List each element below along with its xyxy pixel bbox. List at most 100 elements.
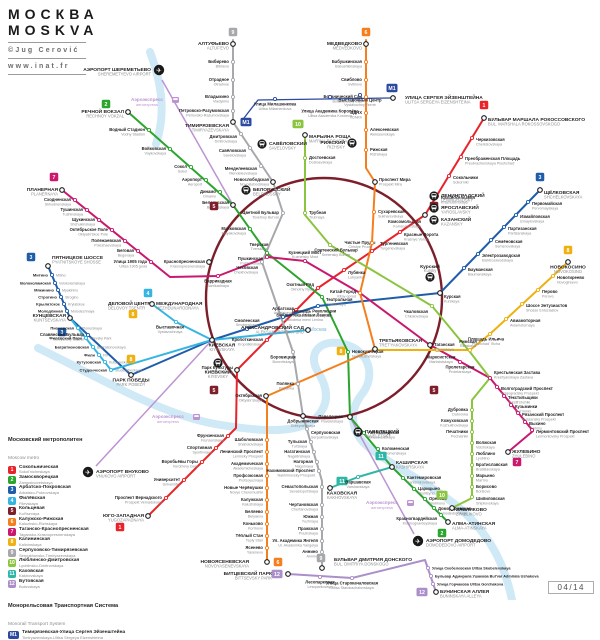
station-label: Чистые Пруды <box>345 240 376 245</box>
station-label: Tekstil'shchiki <box>508 401 530 405</box>
station-dot <box>422 212 428 218</box>
station-label: КИЕВСКИЙ <box>205 368 232 376</box>
station-label: Teply Stan <box>246 539 263 543</box>
station-dot <box>317 574 323 580</box>
station-label: Petrovsko-Razumovskaya <box>186 114 230 118</box>
station-dot <box>400 475 406 481</box>
station-label: MAR'INA ROSHCHA <box>309 139 347 144</box>
station-label: Сокол <box>174 164 187 169</box>
line-badge-M1 <box>240 117 252 127</box>
station-label: Krylatskoe <box>68 302 85 306</box>
station-label: Нахимовский Проспект <box>267 468 315 473</box>
station-dot <box>363 77 369 83</box>
station-dot <box>314 459 320 465</box>
legend-line-badge: 11 <box>8 569 16 578</box>
legend-monorail-title-ru: Монорельсовая Транспортная Система <box>8 602 119 609</box>
station-label: Frunzenskaya <box>201 439 225 443</box>
station-label: Turgenevskaya <box>380 247 406 251</box>
station-dot <box>264 497 270 503</box>
station-label: ПАВЕЛЕЦКИЙ <box>365 427 400 435</box>
station-label: Выставочный Центр <box>338 98 382 103</box>
station-label: Тверская <box>249 242 269 247</box>
aeroexpress-line <box>349 416 415 535</box>
station-label: KAKHOVSKAYA <box>327 495 357 500</box>
version-badge: 04/14 <box>548 581 594 594</box>
station-dot <box>327 94 333 100</box>
line-badge-num: 11 <box>378 454 384 460</box>
aeroexpress-train-icon <box>194 415 199 417</box>
station-label: Park Kultury <box>213 371 233 375</box>
legend-monorail-badge: М1 <box>8 631 19 640</box>
station-label: Кузьминки <box>515 404 538 409</box>
station-label: Botanichesky Sad <box>332 100 362 104</box>
station-dot <box>550 273 556 279</box>
station-label: BUL. DMITRIYA DONSKOGO <box>334 562 389 567</box>
station-label: Измайловская <box>520 214 550 219</box>
station-label: Площадь Ильича <box>468 337 505 342</box>
station-dot <box>311 449 317 455</box>
station-dot <box>83 335 89 341</box>
station-dot <box>308 439 314 445</box>
station-label: Yasenevo <box>247 551 263 555</box>
legend-line-badge: 4 <box>8 496 16 505</box>
station-label: Ploshchad' Revolyutsii <box>296 314 333 318</box>
station-label: Римская <box>459 339 477 344</box>
metro-map: МоскваАэроэкспрессaeroexpressАэроэкспрес… <box>20 27 589 600</box>
station-label: Мякинино <box>34 287 54 292</box>
station-label: Крылатское <box>36 301 61 306</box>
station-label: LENINGRADSKY <box>441 198 473 203</box>
station-label: Новослободская <box>234 177 270 182</box>
station-label: КУНЦЕВСКАЯ <box>33 313 67 319</box>
line-badge-num: 10 <box>295 122 301 128</box>
station-label: Севастопольская <box>282 484 319 489</box>
website-link[interactable]: www.inat.fr <box>8 63 70 70</box>
station-label: Taganskaya <box>434 348 455 352</box>
station-label: Люблино <box>476 451 496 456</box>
station-dot <box>173 319 179 325</box>
station-label: Vystavochny Tsentr <box>344 103 377 107</box>
station-label: Vystavochnaya <box>158 330 184 334</box>
station-label: Улица Академика Королёва <box>301 109 359 114</box>
station-dot <box>369 248 375 254</box>
legend-line-badge: 5 <box>8 507 16 516</box>
railway-terminal-icon <box>356 430 360 432</box>
station-label: Выхино <box>529 421 546 426</box>
station-label: Таганская <box>434 342 455 347</box>
station-dot <box>128 372 134 378</box>
station-label: Kitay-gorod <box>337 295 356 299</box>
aeroexpress-train-icon <box>173 98 178 100</box>
station-label: Дмитровская <box>210 134 238 139</box>
station-dot <box>61 301 67 307</box>
station-dot <box>49 272 55 278</box>
station-dot <box>45 263 51 269</box>
station-dot <box>349 575 355 581</box>
station-label: Новокузнецкая <box>352 349 384 354</box>
station-dot <box>52 280 58 286</box>
line-badge-num: 5 <box>213 204 216 210</box>
station-label: Улица Скобелевская Ulitsa Skobelevskaya <box>432 566 511 570</box>
station-dot <box>469 429 475 435</box>
station-label: РИЖСКИЙ <box>320 138 345 146</box>
station-dot <box>425 565 431 571</box>
line-badge-num: 8 <box>340 349 343 355</box>
station-label: Ботанический Сад <box>324 94 363 99</box>
station-label: Krasnopresnenskaya <box>170 265 206 269</box>
line-badge-8 <box>126 354 136 364</box>
station-label: SAVELOVSKY <box>269 146 296 151</box>
station-label: Проспект Вернадского <box>115 495 163 500</box>
river-label: Москва <box>309 327 326 333</box>
station-label: Печатники <box>446 429 468 434</box>
station-dot <box>319 549 325 555</box>
station-label: Pechatniki <box>451 435 468 439</box>
station-label: SHEREMETYEVO AIRPORT <box>98 72 152 77</box>
station-dot <box>422 496 428 502</box>
railway-terminal-icon <box>216 361 220 363</box>
station-label: ALMA-ATINSKAYA <box>452 526 487 531</box>
railway-terminal-icon <box>434 209 436 211</box>
station-label: Бабушкинская <box>332 59 363 64</box>
station-label: MEZHDUNARODNAYA <box>156 306 199 311</box>
